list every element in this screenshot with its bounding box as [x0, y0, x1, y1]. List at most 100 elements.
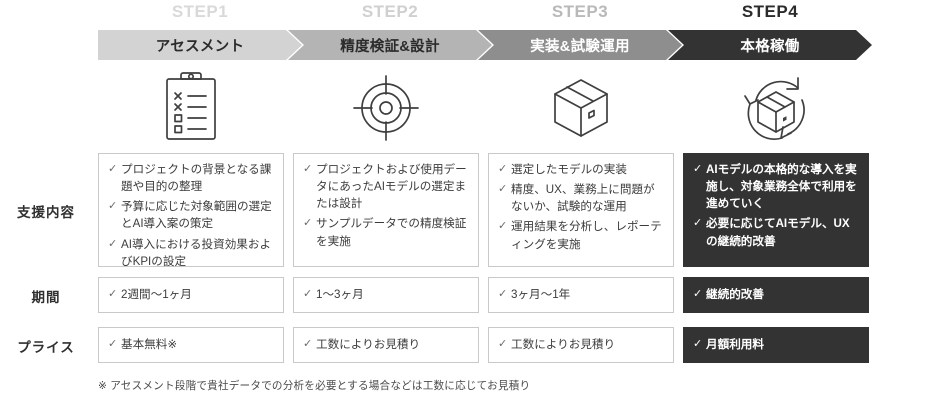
step-chevron-3[interactable]: 実装&試験運用 — [478, 30, 682, 60]
bullet-item: ✓1〜3ヶ月 — [303, 286, 470, 303]
cell-content: ✓工数によりお見積り — [303, 336, 470, 353]
bullet-text: 選定したモデルの実装 — [511, 163, 627, 176]
table-cell-r1-c2: ✓3ヶ月〜1年 — [488, 277, 674, 313]
check-icon: ✓ — [498, 288, 508, 301]
bullet-text: AI導入における投資効果およびKPIの設定 — [121, 237, 272, 268]
check-icon: ✓ — [693, 338, 703, 351]
check-icon: ✓ — [303, 288, 313, 301]
step-labels-row: STEP1 STEP2 STEP3 STEP4 — [98, 2, 870, 28]
step-label-4: STEP4 — [741, 2, 799, 21]
check-icon: ✓ — [498, 220, 508, 233]
bullet-item: ✓AIモデルの本格的な導入を実施し、対象業務全体で利用を進めていく — [693, 161, 860, 212]
bullet-item: ✓プロジェクトの背景となる課題や目的の整理 — [108, 161, 275, 195]
bullet-text: 継続的改善 — [706, 288, 764, 302]
check-icon: ✓ — [303, 217, 313, 230]
cell-content: ✓1〜3ヶ月 — [303, 286, 470, 303]
bullet-text: 必要に応じてAIモデル、UXの継続的改善 — [706, 217, 850, 248]
cell-content: ✓2週間〜1ヶ月 — [108, 286, 275, 303]
step-chevron-1[interactable]: アセスメント — [98, 30, 302, 60]
bullet-text: 精度、UX、業務上に問題がないか、試験的な運用 — [511, 183, 655, 214]
bullet-text: 3ヶ月〜1年 — [511, 288, 571, 302]
footnote-text: ※ アセスメント段階で貴社データでの分析を必要とする場合などは工数に応じてお見積… — [98, 380, 531, 392]
bullet-text: 工数によりお見積り — [511, 338, 616, 352]
package-box-icon — [488, 66, 674, 150]
check-icon: ✓ — [303, 163, 313, 175]
bullet-text: プロジェクトの背景となる課題や目的の整理 — [121, 163, 272, 194]
cell-content: ✓選定したモデルの実装✓精度、UX、業務上に問題がないか、試験的な運用✓運用結果… — [498, 161, 665, 253]
table-cell-r1-c3: ✓継続的改善 — [683, 277, 869, 313]
table-cell-r2-c2: ✓工数によりお見積り — [488, 327, 674, 363]
bullet-item: ✓基本無料※ — [108, 336, 275, 353]
check-icon: ✓ — [108, 163, 118, 175]
cell-content: ✓プロジェクトの背景となる課題や目的の整理✓予算に応じた対象範囲の選定とAI導入… — [108, 161, 275, 270]
bullet-text: サンプルデータでの精度検証を実施 — [316, 217, 467, 248]
check-icon: ✓ — [693, 217, 703, 230]
package-cycle-icon — [683, 66, 869, 150]
bullet-item: ✓3ヶ月〜1年 — [498, 286, 665, 303]
step-phase-label-3: 実装&試験運用 — [530, 38, 630, 55]
row-label-2: プライス — [17, 340, 75, 355]
check-icon: ✓ — [498, 163, 508, 175]
step-label-3: STEP3 — [551, 2, 609, 21]
bullet-text: 月額利用料 — [706, 338, 764, 352]
step-phase-label-1: アセスメント — [155, 38, 245, 55]
bullet-item: ✓必要に応じてAIモデル、UXの継続的改善 — [693, 215, 860, 249]
row-label-0: 支援内容 — [17, 205, 75, 220]
bullet-item: ✓予算に応じた対象範囲の選定とAI導入案の策定 — [108, 198, 275, 232]
bullet-item: ✓工数によりお見積り — [303, 336, 470, 353]
bullet-text: 1〜3ヶ月 — [316, 288, 364, 302]
bullet-text: 工数によりお見積り — [316, 338, 421, 352]
check-icon: ✓ — [498, 338, 508, 351]
bullet-item: ✓選定したモデルの実装 — [498, 161, 665, 178]
table-cell-r1-c1: ✓1〜3ヶ月 — [293, 277, 479, 313]
cell-content: ✓プロジェクトおよび使用データにあったAIモデルの選定または設計✓サンプルデータ… — [303, 161, 470, 250]
check-icon: ✓ — [108, 200, 118, 213]
table-cell-r2-c0: ✓基本無料※ — [98, 327, 284, 363]
bullet-item: ✓プロジェクトおよび使用データにあったAIモデルの選定または設計 — [303, 161, 470, 212]
bullet-item: ✓工数によりお見積り — [498, 336, 665, 353]
row-label-1: 期間 — [31, 290, 61, 305]
bullet-item: ✓2週間〜1ヶ月 — [108, 286, 275, 303]
cell-content: ✓継続的改善 — [693, 286, 860, 303]
cell-content: ✓AIモデルの本格的な導入を実施し、対象業務全体で利用を進めていく✓必要に応じて… — [693, 161, 860, 250]
bullet-text: AIモデルの本格的な導入を実施し、対象業務全体で利用を進めていく — [706, 163, 857, 211]
step-arrow-band: アセスメント 精度検証&設計 実装&試験運用 本格稼働 — [98, 30, 870, 60]
check-icon: ✓ — [498, 183, 508, 196]
cell-content: ✓工数によりお見積り — [498, 336, 665, 353]
table-cell-r0-c0: ✓プロジェクトの背景となる課題や目的の整理✓予算に応じた対象範囲の選定とAI導入… — [98, 153, 284, 270]
bullet-text: プロジェクトおよび使用データにあったAIモデルの選定または設計 — [316, 163, 467, 211]
step-phase-label-2: 精度検証&設計 — [340, 38, 440, 55]
table-cell-r0-c1: ✓プロジェクトおよび使用データにあったAIモデルの選定または設計✓サンプルデータ… — [293, 153, 479, 267]
bullet-text: 予算に応じた対象範囲の選定とAI導入案の策定 — [121, 200, 272, 231]
step-label-1: STEP1 — [171, 2, 229, 21]
table-cell-r0-c3: ✓AIモデルの本格的な導入を実施し、対象業務全体で利用を進めていく✓必要に応じて… — [683, 153, 869, 267]
check-icon: ✓ — [108, 338, 118, 351]
cell-content: ✓3ヶ月〜1年 — [498, 286, 665, 303]
bullet-item: ✓精度、UX、業務上に問題がないか、試験的な運用 — [498, 181, 665, 215]
check-icon: ✓ — [108, 288, 118, 301]
bullet-item: ✓継続的改善 — [693, 286, 860, 303]
bullet-text: 2週間〜1ヶ月 — [121, 288, 192, 302]
step-icon-row — [98, 66, 870, 150]
table-cell-r2-c3: ✓月額利用料 — [683, 327, 869, 363]
check-icon: ✓ — [303, 338, 313, 351]
bullet-text: 運用結果を分析し、レポーティングを実施 — [511, 220, 662, 251]
bullet-text: 基本無料※ — [121, 338, 178, 352]
bullet-item: ✓AI導入における投資効果およびKPIの設定 — [108, 236, 275, 270]
cell-content: ✓基本無料※ — [108, 336, 275, 353]
cell-content: ✓月額利用料 — [693, 336, 860, 353]
check-icon: ✓ — [108, 237, 118, 250]
target-crosshair-icon — [293, 66, 479, 150]
bullet-item: ✓月額利用料 — [693, 336, 860, 353]
table-cell-r1-c0: ✓2週間〜1ヶ月 — [98, 277, 284, 313]
check-icon: ✓ — [693, 163, 703, 175]
step-chevron-4[interactable]: 本格稼働 — [668, 30, 872, 60]
step-chevron-2[interactable]: 精度検証&設計 — [288, 30, 492, 60]
step-phase-label-4: 本格稼働 — [740, 38, 800, 55]
bullet-item: ✓サンプルデータでの精度検証を実施 — [303, 215, 470, 249]
table-cell-r2-c1: ✓工数によりお見積り — [293, 327, 479, 363]
clipboard-checklist-icon — [98, 66, 284, 150]
bullet-item: ✓運用結果を分析し、レポーティングを実施 — [498, 218, 665, 252]
check-icon: ✓ — [693, 288, 703, 301]
step-label-2: STEP2 — [361, 2, 419, 21]
